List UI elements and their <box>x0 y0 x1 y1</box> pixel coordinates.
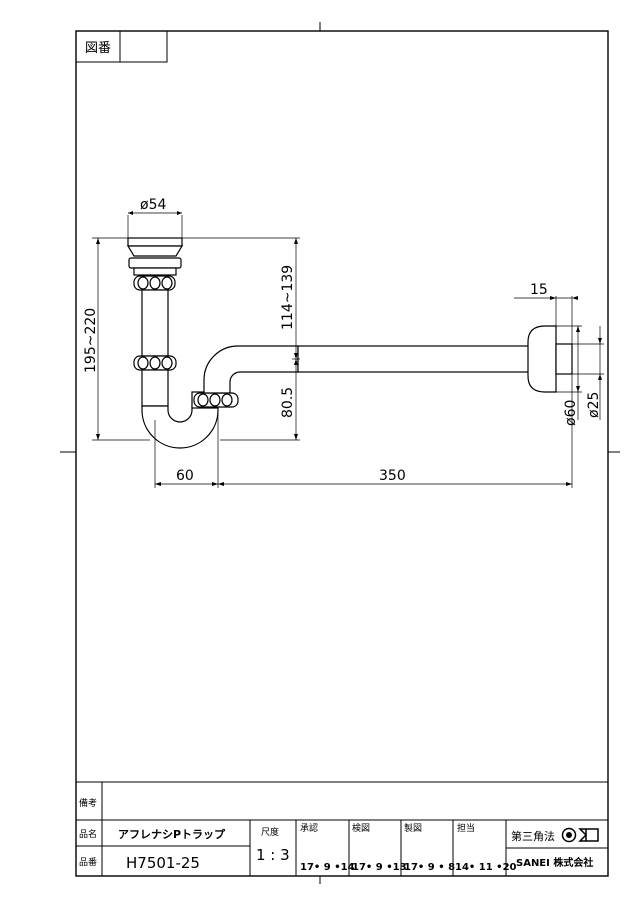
draw-date: 17• 9 • 8 <box>404 862 455 873</box>
approve-date: 17• 9 •14 <box>300 862 355 873</box>
outlet-nut <box>128 257 182 269</box>
charge-date: 14• 11 •20 <box>455 862 517 873</box>
dimension-labels: ø54 195~220 114~139 80.5 15 ø60 ø25 60 3… <box>83 197 602 484</box>
third-angle-projection-icon <box>561 827 599 843</box>
drawing-number-box: 図番 <box>75 30 168 63</box>
title-block: 備考 品名 アフレナシPトラップ 品番 H7501-25 尺度 1 : 3 承認… <box>76 781 608 876</box>
vertical-pipe <box>141 289 169 357</box>
projection-label: 第三角法 <box>511 829 555 843</box>
drawing-number-label: 図番 <box>85 41 111 56</box>
outlet-collar <box>126 245 184 257</box>
p-trap-drawing <box>126 237 573 449</box>
dim-adjust-range: 114~139 <box>280 265 296 330</box>
middle-coupling <box>133 355 177 371</box>
charge-label: 担当 <box>457 822 475 834</box>
wall-pipe-stub <box>555 343 573 375</box>
dim-outlet-diameter: ø54 <box>140 197 166 213</box>
sheet-border <box>75 30 609 877</box>
draw-label: 製図 <box>404 822 422 834</box>
dim-trap-width: 60 <box>176 468 194 484</box>
horizontal-pipe <box>297 345 531 373</box>
outlet-cap <box>127 237 183 247</box>
dim-flange-thickness: 15 <box>530 282 548 298</box>
dim-pipe-length: 350 <box>379 468 406 484</box>
dimension-lines <box>92 211 604 488</box>
product-name-label: 品名 <box>79 828 97 840</box>
scale-label: 尺度 <box>261 826 279 838</box>
product-code-label: 品番 <box>79 856 97 868</box>
wall-flange <box>527 325 557 393</box>
product-name-value: アフレナシPトラップ <box>118 827 226 841</box>
remarks-label: 備考 <box>79 797 97 809</box>
trap-elbow <box>203 345 299 394</box>
u-bend <box>141 405 219 449</box>
approve-label: 承認 <box>300 822 318 834</box>
product-code-value: H7501-25 <box>126 854 200 872</box>
check-date: 17• 9 •13 <box>352 862 407 873</box>
dim-overall-height: 195~220 <box>83 308 99 373</box>
trap-coupling <box>193 392 239 408</box>
check-label: 検図 <box>352 822 370 834</box>
scale-value: 1 : 3 <box>256 846 290 864</box>
dim-trap-height: 80.5 <box>280 387 296 418</box>
upper-coupling <box>133 275 176 291</box>
lower-vertical-pipe <box>141 369 169 407</box>
outlet-washer <box>133 267 177 276</box>
dim-flange-diameter: ø60 <box>563 400 579 426</box>
company-name: SANEI 株式会社 <box>516 856 593 869</box>
dim-pipe-diameter: ø25 <box>586 392 602 418</box>
